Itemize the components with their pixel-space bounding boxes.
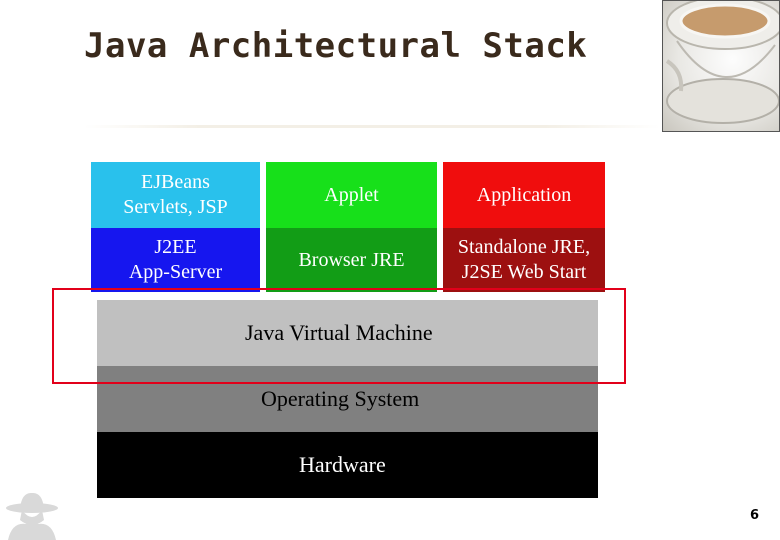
hardware-label: Hardware [299,452,386,478]
title-divider [84,125,660,128]
ejb-servlets-jsp-block: EJBeans Servlets, JSP [91,162,260,228]
slide-title: Java Architectural Stack [84,26,587,66]
standalone-jre-block: Standalone JRE, J2SE Web Start [443,228,605,292]
coffee-cup-icon [663,1,780,132]
application-label: Application [477,183,571,208]
browser-jre-block: Browser JRE [266,228,437,292]
j2ee-app-server-block: J2EE App-Server [91,228,260,292]
operating-system-label: Operating System [261,386,419,412]
j2ee-app-server-label: J2EE App-Server [129,235,222,285]
hardware-layer: Hardware [97,432,598,498]
jvm-highlight-frame [52,288,626,384]
application-block: Application [443,162,605,228]
standalone-jre-label: Standalone JRE, J2SE Web Start [458,235,590,285]
coffee-cup-photo [662,0,780,132]
browser-jre-label: Browser JRE [298,248,404,273]
ejb-servlets-jsp-label: EJBeans Servlets, JSP [123,170,227,220]
applet-block: Applet [266,162,437,228]
page-number: 6 [750,508,759,523]
applet-label: Applet [324,183,378,208]
spy-silhouette-icon [0,490,60,540]
